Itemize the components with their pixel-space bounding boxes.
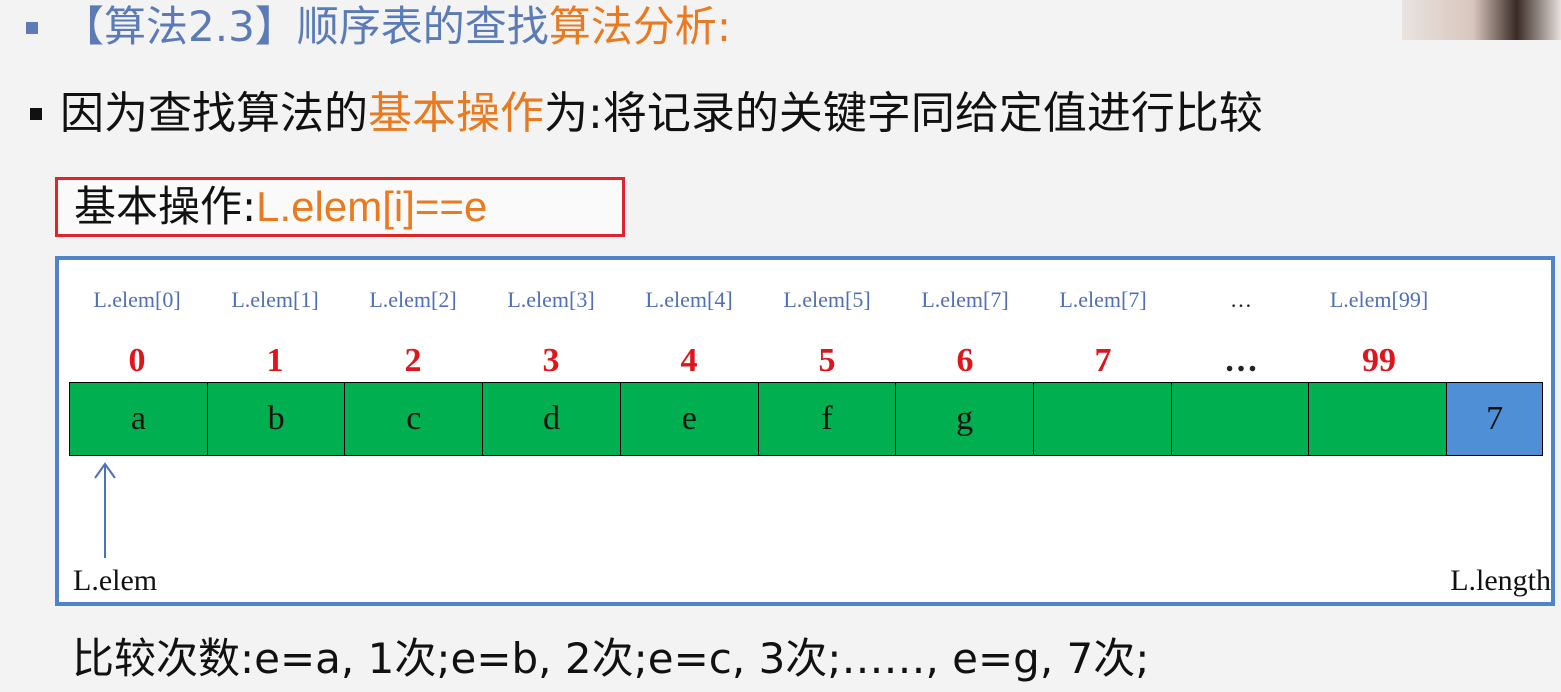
index-label: 3 <box>542 342 560 379</box>
index-label: 5 <box>818 342 836 379</box>
index-label: 99 <box>1362 342 1396 379</box>
index-label: 6 <box>956 342 974 379</box>
index-label: 1 <box>266 342 284 379</box>
elem-label: L.elem[0] <box>93 287 181 312</box>
index-label: 4 <box>680 342 698 379</box>
subtitle-suffix: 为:将记录的关键字同给定值进行比较 <box>544 88 1263 139</box>
subtitle-text: 因为查找算法的基本操作为:将记录的关键字同给定值进行比较 <box>60 86 1263 142</box>
presenter-video-thumbnail <box>1402 0 1561 40</box>
elem-label: L.elem[7] <box>921 287 1009 312</box>
slide-title: 【算法2.3】顺序表的查找算法分析: <box>62 2 731 52</box>
basic-op-code: L.elem[i]==e <box>256 183 488 230</box>
subtitle-prefix: 因为查找算法的 <box>60 88 368 139</box>
elem-label: L.elem[4] <box>645 287 733 312</box>
index-label: 7 <box>1094 342 1112 379</box>
array-cell: c <box>345 383 484 455</box>
index-label: 2 <box>404 342 422 379</box>
elem-label-ellipsis: … <box>1230 287 1252 312</box>
array-cell <box>1171 383 1310 455</box>
index-label-ellipsis: … <box>1224 342 1258 379</box>
up-arrow-icon <box>94 462 116 558</box>
subtitle-highlight: 基本操作 <box>368 88 544 139</box>
array-diagram: L.elem[0] L.elem[1] L.elem[2] L.elem[3] … <box>55 256 1555 606</box>
elem-label: L.elem[2] <box>369 287 457 312</box>
array-cell: g <box>896 383 1035 455</box>
array-cell <box>1309 383 1448 455</box>
title-bullet-icon <box>26 22 38 34</box>
elem-label: L.elem[99] <box>1329 287 1429 312</box>
index-label: 0 <box>128 342 146 379</box>
elem-label: L.elem[7] <box>1059 287 1147 312</box>
array-cell <box>1034 383 1172 455</box>
basic-operation-box: 基本操作:L.elem[i]==e <box>55 177 625 237</box>
array-cell: f <box>758 383 897 455</box>
array-cell: b <box>207 383 346 455</box>
elem-label: L.elem[3] <box>507 287 595 312</box>
length-label: L.length <box>1450 564 1551 597</box>
basic-op-label: 基本操作: <box>74 182 257 231</box>
array-cell: a <box>70 383 208 455</box>
elem-label: L.elem[5] <box>783 287 871 312</box>
array-cell: d <box>483 383 621 455</box>
elem-label: L.elem[1] <box>231 287 319 312</box>
title-prefix: 【算法2.3】顺序表的查找 <box>62 2 549 51</box>
title-highlight: 算法分析 <box>548 2 717 51</box>
length-cell: 7 <box>1447 383 1542 455</box>
comparison-count-text: 比较次数:e=a, 1次;e=b, 2次;e=c, 3次;……, e=g, 7次… <box>72 634 1150 683</box>
array-cells: a b c d e f g 7 <box>69 382 1543 456</box>
base-address-label: L.elem <box>73 564 158 597</box>
subtitle-bullet-icon <box>30 108 42 120</box>
title-suffix: : <box>716 2 731 51</box>
array-cell: e <box>620 383 759 455</box>
